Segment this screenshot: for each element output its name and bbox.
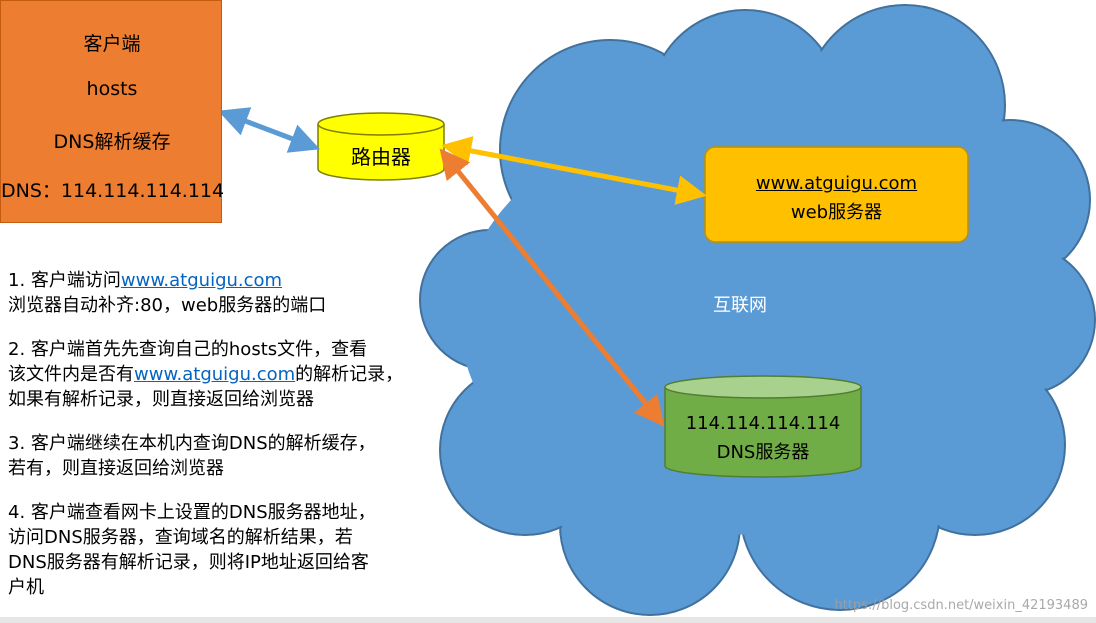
internet-label: 互联网 xyxy=(713,295,767,316)
client-hosts: hosts xyxy=(86,78,138,100)
step-1-line2: 浏览器自动补齐:80，web服务器的端口 xyxy=(8,295,327,316)
step-2-line2-pre: 该文件内是否有 xyxy=(8,364,134,385)
steps-list: 1. 客户端访问www.atguigu.com 浏览器自动补齐:80，web服务… xyxy=(8,268,428,619)
bottom-edge xyxy=(0,617,1096,623)
web-server-box xyxy=(704,146,969,243)
client-box: 客户端 hosts DNS解析缓存 DNS：114.114.114.114 xyxy=(0,0,225,223)
client-cache: DNS解析缓存 xyxy=(53,131,171,153)
client-title: 客户端 xyxy=(83,33,141,55)
web-server-domain[interactable]: www.atguigu.com xyxy=(755,173,918,194)
step-2: 2. 客户端首先先查询自己的hosts文件，查看 该文件内是否有www.atgu… xyxy=(8,337,428,412)
dns-server-label: DNS服务器 xyxy=(716,442,810,463)
step-2-line2-post: 的解析记录， xyxy=(295,364,404,385)
step-2-link[interactable]: www.atguigu.com xyxy=(134,364,296,385)
step-4: 4. 客户端查看网卡上设置的DNS服务器地址， 访问DNS服务器，查询域名的解析… xyxy=(8,500,428,600)
step-4-line1: 4. 客户端查看网卡上设置的DNS服务器地址， xyxy=(8,502,376,523)
step-3-line2: 若有，则直接返回给浏览器 xyxy=(8,458,224,479)
router-label: 路由器 xyxy=(351,145,411,169)
web-server-label: web服务器 xyxy=(790,202,883,223)
step-1-link[interactable]: www.atguigu.com xyxy=(120,270,283,291)
step-1: 1. 客户端访问www.atguigu.com 浏览器自动补齐:80，web服务… xyxy=(8,268,428,318)
step-1-text: 1. 客户端访问 xyxy=(8,270,121,291)
step-3-line1: 3. 客户端继续在本机内查询DNS的解析缓存， xyxy=(8,433,376,454)
client-dns: DNS：114.114.114.114 xyxy=(1,180,225,202)
arrow-router-dns xyxy=(439,148,665,427)
dns-server-cylinder xyxy=(664,375,862,478)
step-2-line1: 2. 客户端首先先查询自己的hosts文件，查看 xyxy=(8,339,368,360)
router-cylinder xyxy=(317,112,445,181)
step-4-line4: 户机 xyxy=(8,577,44,598)
watermark: https://blog.csdn.net/weixin_42193489 xyxy=(834,598,1088,613)
step-4-line3: DNS服务器有解析记录，则将IP地址返回给客 xyxy=(8,552,369,573)
step-4-line2: 访问DNS服务器，查询域名的解析结果，若 xyxy=(8,527,353,548)
step-2-line3: 如果有解析记录，则直接返回给浏览器 xyxy=(8,389,314,410)
step-3: 3. 客户端继续在本机内查询DNS的解析缓存， 若有，则直接返回给浏览器 xyxy=(8,431,428,481)
dns-server-ip: 114.114.114.114 xyxy=(685,413,841,434)
arrow-client-router xyxy=(217,107,321,153)
